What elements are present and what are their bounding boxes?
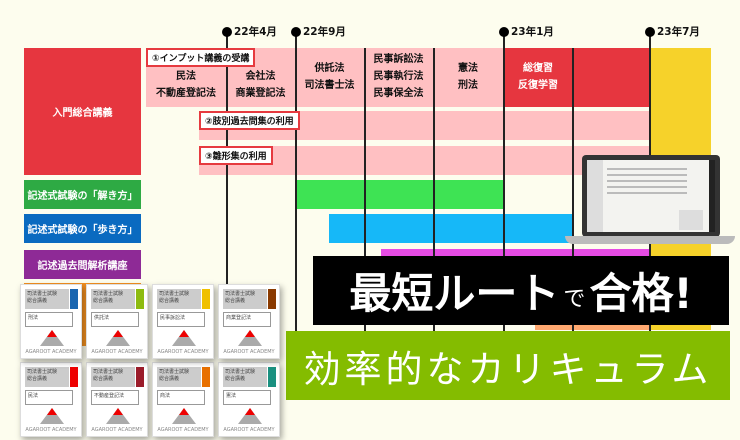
book-title: 司法書士試験総合講義 (157, 367, 201, 387)
book-brand: AGAROOT ACADEMY (157, 427, 209, 433)
subject-cell: 会社法商業登記法 (235, 71, 286, 99)
book-brand: AGAROOT ACADEMY (91, 349, 143, 355)
book-color-tab (268, 367, 276, 387)
textbook: 司法書士試験総合講義不動産登記法 AGAROOT ACADEMY (86, 362, 148, 437)
book-brand: AGAROOT ACADEMY (91, 427, 143, 433)
agaroot-logo-icon (106, 408, 130, 424)
book-brand: AGAROOT ACADEMY (25, 349, 77, 355)
textbook: 司法書士試験総合講義商業登記法 AGAROOT ACADEMY (218, 284, 280, 359)
course-past-analysis: 記述過去問解析講座 (24, 250, 141, 279)
book-color-tab (136, 289, 144, 309)
book-title: 司法書士試験総合講義 (91, 367, 135, 387)
bar-walking (329, 214, 573, 243)
timeline-line (364, 48, 366, 332)
textbook: 司法書士試験総合講義供託法 AGAROOT ACADEMY (86, 284, 148, 359)
book-color-tab (136, 367, 144, 387)
marker-dot (291, 27, 301, 37)
bar-orange (535, 320, 649, 330)
book-subject: 民法 (25, 390, 73, 405)
book-title: 司法書士試験総合講義 (223, 367, 267, 387)
headline-main-b: 合格! (589, 269, 693, 318)
laptop-base (565, 236, 735, 244)
agaroot-logo-icon (172, 330, 196, 346)
phase-mock-tag: ③雛形集の利用 (199, 146, 273, 165)
laptop-image (582, 155, 720, 237)
book-title: 司法書士試験総合講義 (223, 289, 267, 309)
book-title: 司法書士試験総合講義 (157, 289, 201, 309)
book-brand: AGAROOT ACADEMY (223, 349, 275, 355)
subject-cell: 供託法司法書士法 (304, 63, 355, 91)
marker-dot (222, 27, 232, 37)
timeline-line (433, 48, 435, 332)
textbook: 司法書士試験総合講義民事訴訟法 AGAROOT ACADEMY (152, 284, 214, 359)
phase-input-tag: ①インプット講義の受講 (146, 48, 256, 67)
headline-small: で (563, 286, 586, 312)
subject-cell: 民法不動産登記法 (156, 71, 216, 99)
book-brand: AGAROOT ACADEMY (157, 349, 209, 355)
agaroot-logo-icon (238, 330, 262, 346)
review-block (503, 48, 649, 107)
book-title: 司法書士試験総合講義 (25, 289, 69, 309)
marker-dot (645, 27, 655, 37)
book-subject: 民事訴訟法 (157, 312, 205, 327)
book-color-tab (70, 289, 78, 309)
agaroot-logo-icon (172, 408, 196, 424)
timeline-line (572, 48, 574, 332)
subheadline-text: 効率的なカリキュラム (303, 347, 713, 391)
marker-label: 23年1月 (511, 26, 554, 38)
book-color-tab (202, 367, 210, 387)
marker-label: 23年7月 (657, 26, 700, 38)
timeline-line (503, 32, 505, 332)
marker-dot (499, 27, 509, 37)
marker-label: 22年4月 (234, 26, 277, 38)
subject-cell: 憲法刑法 (458, 63, 478, 91)
book-subject: 不動産登記法 (91, 390, 139, 405)
agaroot-logo-icon (106, 330, 130, 346)
course-solving: 記述式試験の「解き方」 (24, 180, 141, 209)
book-brand: AGAROOT ACADEMY (223, 427, 275, 433)
subject-cell: 民事訴訟法民事執行法民事保全法 (373, 54, 424, 99)
textbook: 司法書士試験総合講義刑法 AGAROOT ACADEMY (20, 284, 82, 359)
textbook: 司法書士試験総合講義民法 AGAROOT ACADEMY (20, 362, 82, 437)
headline-box: 最短ルート で 合格! (313, 256, 729, 325)
marker-label: 22年9月 (303, 26, 346, 38)
book-subject: 刑法 (25, 312, 73, 327)
textbook: 司法書士試験総合講義商法 AGAROOT ACADEMY (152, 362, 214, 437)
subheadline-box: 効率的なカリキュラム (286, 331, 730, 400)
mock-row (199, 146, 649, 175)
timeline-line (295, 32, 297, 332)
book-title: 司法書士試験総合講義 (25, 367, 69, 387)
textbook: 司法書士試験総合講義憲法 AGAROOT ACADEMY (218, 362, 280, 437)
timeline-line (226, 32, 228, 332)
book-subject: 供託法 (91, 312, 139, 327)
agaroot-logo-icon (40, 408, 64, 424)
headline-main-a: 最短ルート (349, 269, 560, 318)
book-brand: AGAROOT ACADEMY (25, 427, 77, 433)
book-color-tab (70, 367, 78, 387)
book-subject: 商業登記法 (223, 312, 271, 327)
phase-past-exams-tag: ②肢別過去問集の利用 (199, 111, 300, 130)
course-walking: 記述式試験の「歩き方」 (24, 214, 141, 243)
course-intro: 入門総合講義 (24, 48, 141, 175)
agaroot-logo-icon (238, 408, 262, 424)
book-color-tab (202, 289, 210, 309)
bar-solving (295, 180, 503, 209)
subject-cell: 総復習反復学習 (518, 63, 558, 91)
book-subject: 憲法 (223, 390, 271, 405)
agaroot-logo-icon (40, 330, 64, 346)
book-color-tab (268, 289, 276, 309)
book-title: 司法書士試験総合講義 (91, 289, 135, 309)
book-subject: 商法 (157, 390, 205, 405)
